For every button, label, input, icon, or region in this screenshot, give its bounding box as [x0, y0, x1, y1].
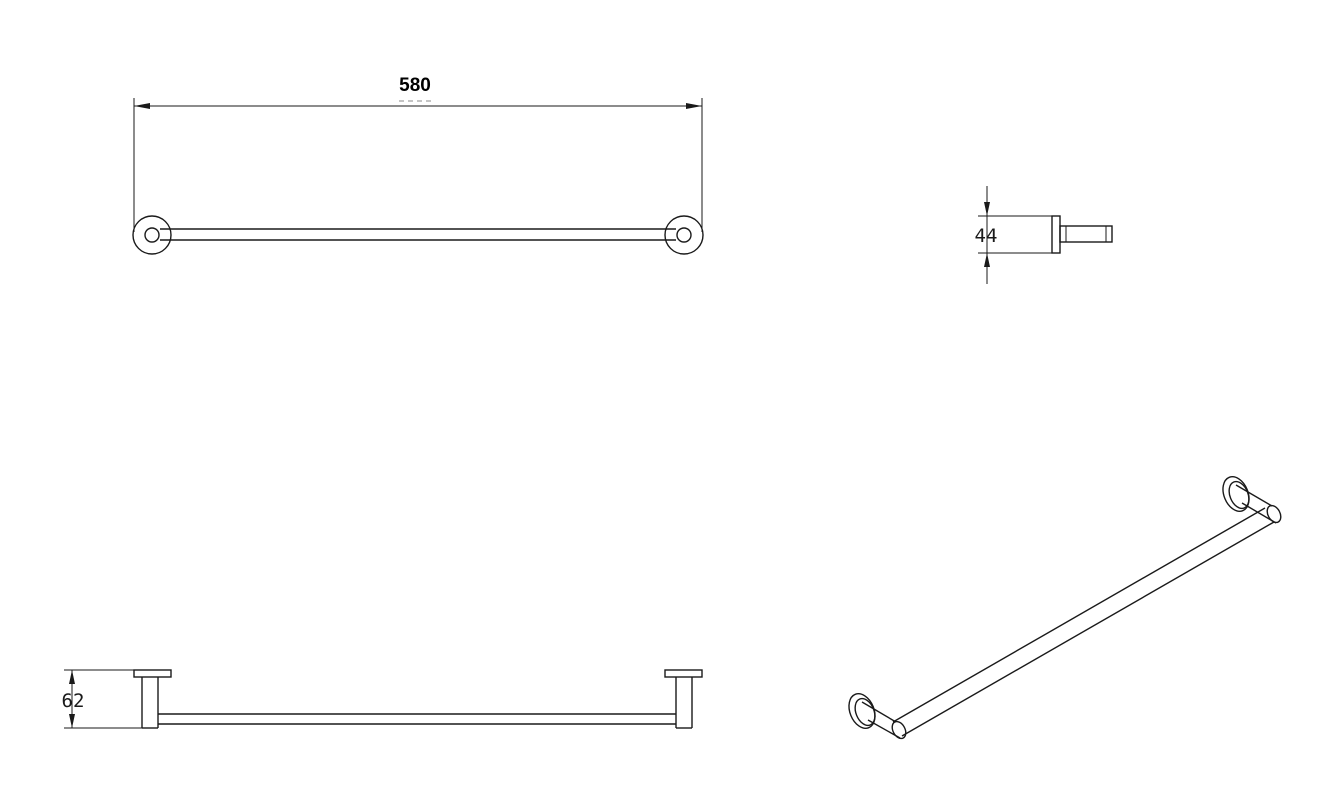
side-wall-plate	[1051, 215, 1061, 254]
right-rosette	[664, 215, 704, 255]
height-arrowhead-top	[69, 670, 75, 684]
left-rosette	[132, 215, 172, 255]
iso-right-post-end	[1266, 504, 1282, 524]
depth-arrowhead-bottom	[984, 253, 990, 267]
iso-bar-edge-1	[892, 507, 1266, 723]
front-view: 62	[62, 669, 703, 729]
iso-left-post-top	[861, 701, 897, 723]
height-arrowhead-bottom	[69, 714, 75, 728]
side-post	[1059, 225, 1113, 243]
width-dimension-label: 580	[399, 75, 431, 96]
left-wall-plate	[133, 669, 172, 678]
iso-left-post-end	[891, 720, 907, 740]
depth-arrowhead-top	[984, 202, 990, 216]
isometric-view	[848, 476, 1282, 740]
arrowhead-left	[134, 103, 150, 109]
iso-bar-edge-2	[901, 521, 1275, 737]
arrowhead-right	[686, 103, 702, 109]
iso-right-post-top	[1235, 484, 1273, 507]
right-rosette-hole	[676, 227, 692, 243]
left-rosette-hole	[144, 227, 160, 243]
top-view: 580	[132, 75, 704, 255]
side-view: 44	[975, 186, 1113, 284]
right-wall-plate	[664, 669, 703, 678]
depth-dimension-label: 44	[975, 225, 998, 247]
height-dimension-label: 62	[62, 690, 85, 712]
